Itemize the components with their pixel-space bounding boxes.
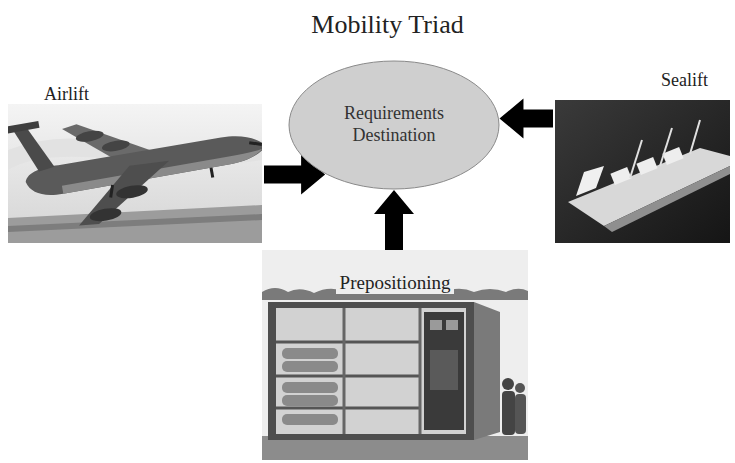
cylinder <box>282 348 338 359</box>
person <box>502 378 514 390</box>
cylinder <box>282 395 338 406</box>
requirement-ellipse: Requirements Destination <box>288 60 500 190</box>
mode-node: Airlift <box>8 80 264 243</box>
superstructure <box>576 166 604 196</box>
shelf <box>276 341 420 344</box>
mode-node: Prepositioning <box>262 250 528 460</box>
cylinder <box>282 382 338 393</box>
runway-edge <box>8 214 262 232</box>
sky <box>262 250 528 460</box>
shelf <box>276 375 420 378</box>
container-interior <box>276 308 466 434</box>
diagram-title: Mobility Triad <box>0 10 735 40</box>
prepositioning-photo <box>262 250 528 460</box>
deck-cargo <box>610 167 631 185</box>
hull <box>568 148 730 226</box>
near-wing <box>70 159 178 228</box>
person <box>515 394 526 434</box>
gear <box>211 168 213 178</box>
container-door <box>474 302 500 440</box>
crane <box>660 128 672 166</box>
tail-fin <box>14 125 55 174</box>
panel-box <box>430 350 458 390</box>
ellipse-shape <box>289 61 499 189</box>
night-sea <box>555 100 730 243</box>
gear <box>109 185 115 198</box>
person <box>515 383 525 393</box>
ground <box>8 205 262 243</box>
airplane <box>8 104 262 239</box>
node-texts: Requirements Destination <box>332 103 456 146</box>
mode-node: Sealift <box>553 68 730 243</box>
block-arrow <box>499 99 553 139</box>
node-texts: Airlift <box>8 80 264 105</box>
node-label: Sealift <box>661 70 708 91</box>
block-arrow <box>374 190 414 250</box>
cylinder <box>282 361 338 372</box>
engine <box>75 129 104 144</box>
person <box>502 391 515 435</box>
belly <box>62 148 262 193</box>
cockpit <box>249 141 262 147</box>
deck-cargo <box>636 157 657 175</box>
crane <box>630 140 642 178</box>
divider <box>419 308 422 434</box>
engine <box>89 206 123 223</box>
node-label: Airlift <box>44 84 89 105</box>
node-label: Requirements Destination <box>332 103 456 146</box>
engine <box>101 139 130 154</box>
tail-plane <box>8 121 39 136</box>
node-label: Prepositioning <box>336 272 455 294</box>
crane <box>690 120 700 154</box>
panel-light <box>430 320 442 330</box>
container-frame <box>268 302 474 440</box>
equipment-panel <box>424 312 464 430</box>
airlift-photo <box>8 104 262 243</box>
engine <box>115 183 149 200</box>
cylinder <box>282 414 338 425</box>
node-texts: Prepositioning <box>262 250 528 294</box>
node-texts: Sealift <box>553 68 730 91</box>
divider <box>343 308 346 434</box>
hull-side <box>604 166 730 232</box>
panel-light <box>446 320 458 330</box>
shelf <box>276 407 420 410</box>
sealift-photo <box>555 100 730 243</box>
